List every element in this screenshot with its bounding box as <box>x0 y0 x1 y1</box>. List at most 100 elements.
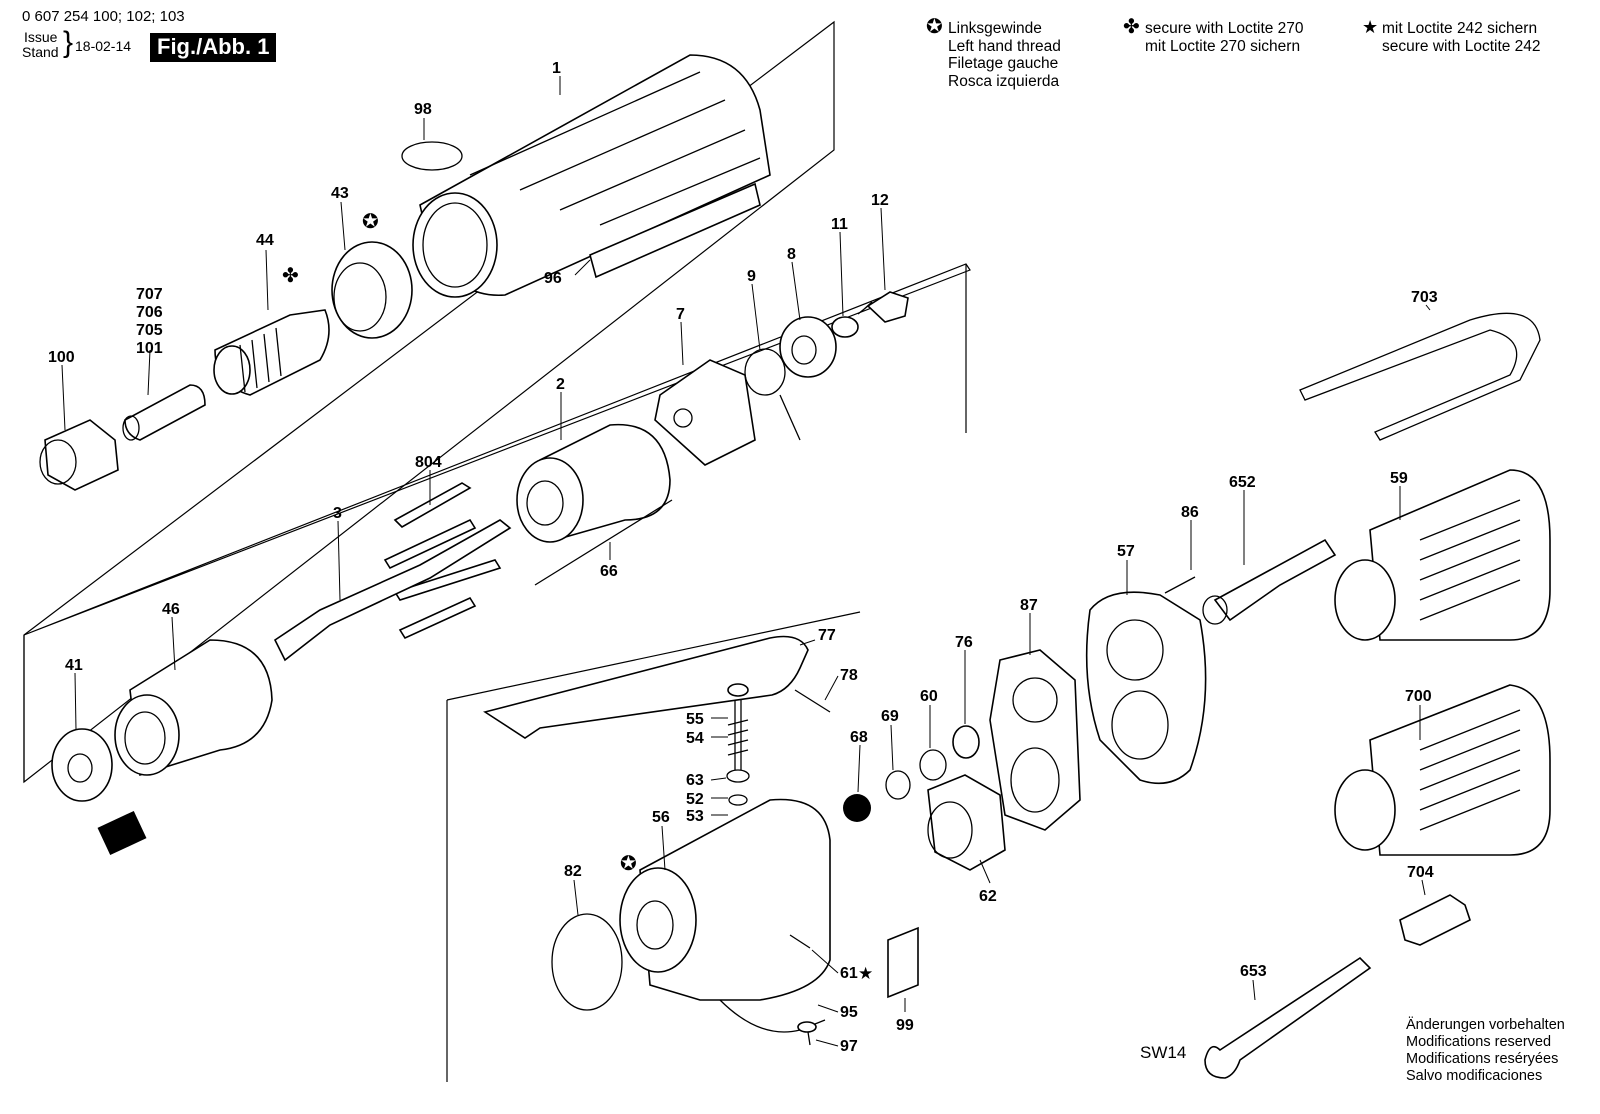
label-part-11: 11 <box>831 216 848 233</box>
part-652-hose-nipple <box>1202 538 1337 625</box>
label-part-59: 59 <box>1390 470 1408 487</box>
label-part-2: 2 <box>556 376 565 393</box>
part-100-hex-nut <box>39 419 119 491</box>
legend-line: secure with Loctite 270 <box>1145 20 1304 37</box>
label-part-44: 44 <box>256 232 274 249</box>
part-55-valve-pin <box>727 683 749 770</box>
part-46-end-plate <box>114 639 273 777</box>
part-68-ball <box>843 794 871 822</box>
part-653-wrench <box>1204 956 1372 1079</box>
part-87-gasket <box>989 649 1081 831</box>
part-59-silencer <box>1334 469 1551 641</box>
part-2-cylinder <box>516 423 671 543</box>
label-part-705: 705 <box>136 322 163 339</box>
label-part-7: 7 <box>676 306 685 323</box>
part-700-silencer <box>1334 684 1551 856</box>
label-part-99: 99 <box>896 1017 914 1034</box>
part-704-nipple <box>1399 894 1471 946</box>
label-part-53: 53 <box>686 808 704 825</box>
part-11-washer <box>831 316 859 338</box>
part-703-bow <box>1299 312 1541 441</box>
wrench-size-label: SW14 <box>1140 1043 1186 1062</box>
club-icon: ✤ <box>282 265 299 287</box>
label-part-55: 55 <box>686 711 704 728</box>
circled-star-icon: ✪ <box>362 211 379 233</box>
label-part-56: 56 <box>652 809 670 826</box>
legend-loctite-242: ★ mit Loctite 242 sichern secure with Lo… <box>1362 18 1541 55</box>
label-part-703: 703 <box>1411 289 1438 306</box>
part-96-label <box>589 182 761 279</box>
part-101-collet <box>122 384 206 441</box>
club-icon: ✤ <box>1123 16 1140 38</box>
circled-star-icon: ✪ <box>620 853 637 875</box>
label-part-97: 97 <box>840 1038 858 1055</box>
part-97-screw <box>797 1021 817 1046</box>
part-98-oring <box>401 141 463 171</box>
label-part-653: 653 <box>1240 963 1267 980</box>
part-61-setscrew <box>789 934 811 949</box>
label-part-62: 62 <box>979 888 997 905</box>
legend-line: mit Loctite 270 sichern <box>1145 37 1301 55</box>
part-numbers: 0 607 254 100; 102; 103 <box>22 8 185 25</box>
legend-line: Rosca izquierda <box>948 72 1060 90</box>
part-76-bushing <box>952 725 980 759</box>
figure-tag: Fig./Abb. 1 <box>150 33 277 62</box>
label-part-68: 68 <box>850 729 868 746</box>
part-labels: 1 98 43 44 96 12 11 8 9 7 707 706 705 10… <box>48 60 1438 1062</box>
label-part-66: 66 <box>600 563 618 580</box>
label-part-1: 1 <box>552 60 561 77</box>
press-tool-icon <box>97 810 147 856</box>
footer-line: Modifications reserved <box>1406 1034 1552 1050</box>
part-66-pin <box>534 499 673 586</box>
issue-date: 18-02-14 <box>75 38 132 54</box>
label-part-41: 41 <box>65 657 83 674</box>
label-part-52: 52 <box>686 791 704 808</box>
label-part-652: 652 <box>1229 474 1256 491</box>
label-part-82: 82 <box>564 863 582 880</box>
part-62-nut <box>927 774 1006 871</box>
label-part-707: 707 <box>136 286 163 303</box>
label-part-60: 60 <box>920 688 938 705</box>
label-part-101: 101 <box>136 340 163 357</box>
frame-edge <box>446 611 861 701</box>
label-part-12: 12 <box>871 192 889 209</box>
part-44-threaded-sleeve <box>213 309 330 396</box>
label-part-76: 76 <box>955 634 973 651</box>
label-part-96: 96 <box>544 270 562 287</box>
label-part-100: 100 <box>48 349 75 366</box>
part-804-vanes <box>383 482 502 640</box>
part-8-bearing <box>779 316 837 378</box>
part-1-housing <box>412 54 771 298</box>
part-82-oring <box>551 913 623 1011</box>
brace-icon: } <box>63 26 74 59</box>
part-57-cover <box>1085 591 1207 785</box>
label-part-804: 804 <box>415 454 442 471</box>
part-3-rotor <box>273 519 512 662</box>
label-part-43: 43 <box>331 185 349 202</box>
footer-line: Salvo modificaciones <box>1406 1068 1543 1084</box>
black-star-icon: ★ <box>858 964 873 983</box>
label-part-95: 95 <box>840 1004 858 1021</box>
part-56-motor-housing <box>619 798 831 1033</box>
label-part-86: 86 <box>1181 504 1199 521</box>
black-star-icon: ★ <box>1362 17 1379 37</box>
part-43-ring-nut <box>331 241 413 339</box>
part-7-bearing-plate <box>654 359 756 466</box>
label-part-63: 63 <box>686 772 704 789</box>
label-part-706: 706 <box>136 304 163 321</box>
label-part-78: 78 <box>840 667 858 684</box>
label-part-77: 77 <box>818 627 836 644</box>
stand-label: Stand <box>22 44 59 60</box>
part-77-lever <box>483 635 809 739</box>
label-part-61: 61 <box>840 965 858 982</box>
part-86-screw <box>1164 576 1196 594</box>
label-part-8: 8 <box>787 246 796 263</box>
part-41-bearing <box>51 728 113 802</box>
leader-lines <box>61 76 1431 1047</box>
label-part-57: 57 <box>1117 543 1135 560</box>
legend-line: Linksgewinde <box>948 20 1042 37</box>
footer-line: Modifications reséryées <box>1406 1051 1559 1067</box>
label-part-3: 3 <box>333 505 342 522</box>
part-60-spring <box>919 749 947 781</box>
